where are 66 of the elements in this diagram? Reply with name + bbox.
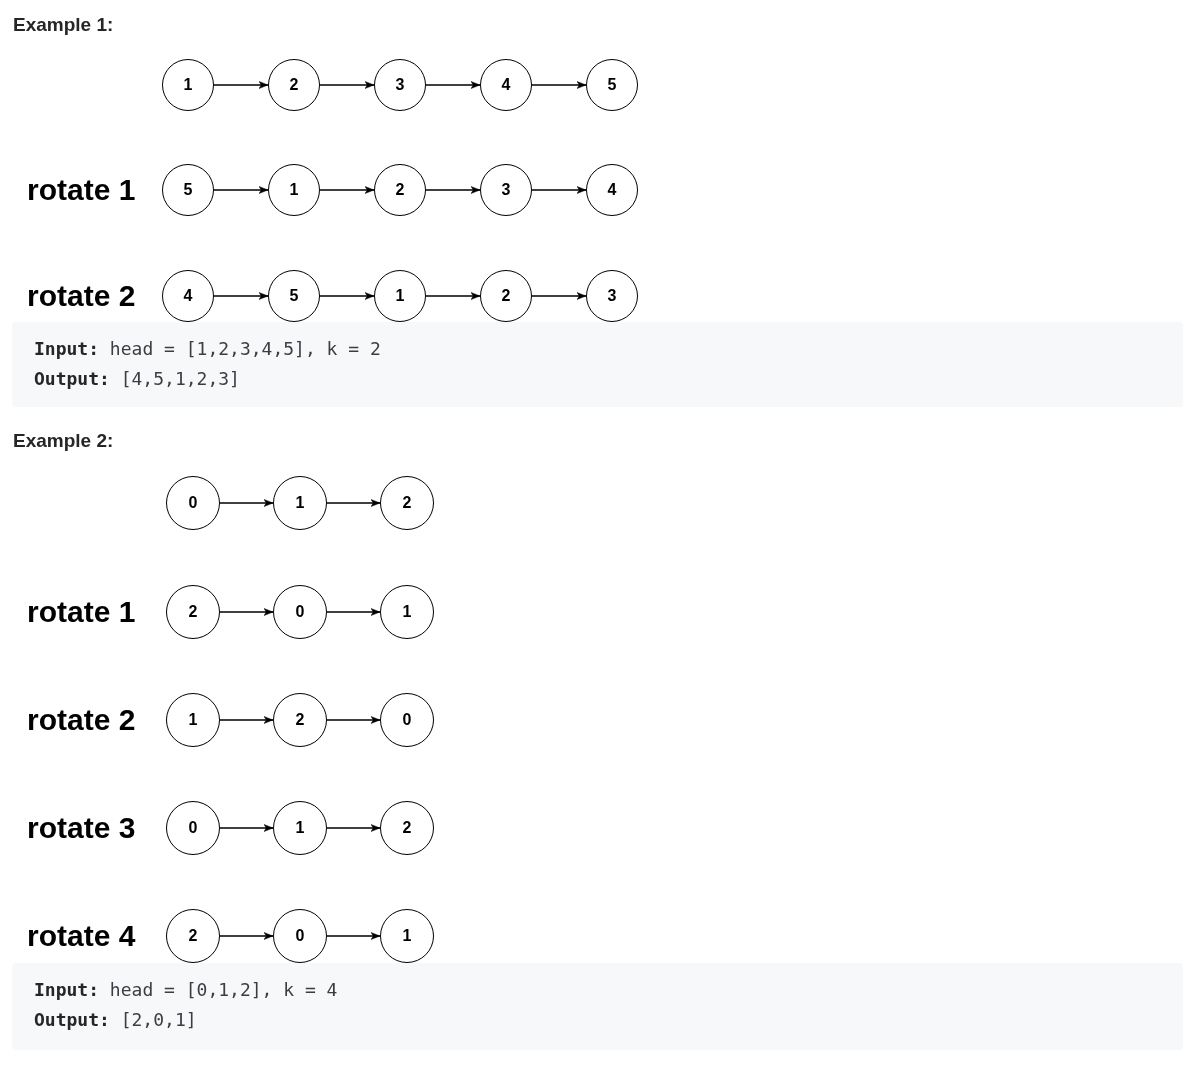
list-node: 5 [162,164,214,216]
row-label: rotate 1 [27,172,136,208]
row-label: rotate 4 [27,918,136,954]
arrow [326,824,381,832]
row-label: rotate 2 [27,702,136,738]
list-node: 2 [268,59,320,111]
section-heading: Example 1: [13,13,114,37]
row-label: rotate 2 [27,278,136,314]
arrow [219,608,274,616]
list-node: 0 [380,693,434,747]
list-node: 3 [374,59,426,111]
code-line: Input: head = [0,1,2], k = 4 [34,978,338,1002]
section-heading: Example 2: [13,429,114,453]
arrow [319,292,375,300]
arrow [326,716,381,724]
arrow [425,292,481,300]
row-label: rotate 1 [27,594,136,630]
list-node: 4 [480,59,532,111]
list-node: 1 [374,270,426,322]
list-node: 1 [273,476,327,530]
arrow [213,292,269,300]
row-label: rotate 3 [27,810,136,846]
list-node: 2 [166,909,220,963]
arrow [326,932,381,940]
list-node: 2 [273,693,327,747]
list-node: 1 [268,164,320,216]
list-node: 3 [586,270,638,322]
list-node: 2 [380,801,434,855]
list-node: 1 [380,585,434,639]
list-node: 1 [273,801,327,855]
list-node: 4 [162,270,214,322]
list-node: 3 [480,164,532,216]
arrow [425,186,481,194]
code-line: Output: [2,0,1] [34,1008,197,1032]
list-node: 0 [273,909,327,963]
list-node: 0 [166,476,220,530]
arrow [319,186,375,194]
list-node: 1 [380,909,434,963]
list-node: 1 [166,693,220,747]
list-node: 0 [273,585,327,639]
arrow [219,824,274,832]
list-node: 4 [586,164,638,216]
list-node: 2 [374,164,426,216]
arrow [531,186,587,194]
arrow [213,186,269,194]
list-node: 2 [166,585,220,639]
arrow [326,499,381,507]
list-node: 5 [268,270,320,322]
arrow [213,81,269,89]
arrow [319,81,375,89]
arrow [219,499,274,507]
arrow [531,292,587,300]
arrow [219,716,274,724]
list-node: 5 [586,59,638,111]
code-block [12,322,1183,407]
code-line: Input: head = [1,2,3,4,5], k = 2 [34,337,381,361]
code-block [12,963,1183,1050]
list-node: 2 [480,270,532,322]
list-node: 2 [380,476,434,530]
arrow [425,81,481,89]
list-node: 1 [162,59,214,111]
list-node: 0 [166,801,220,855]
code-line: Output: [4,5,1,2,3] [34,367,240,391]
arrow [219,932,274,940]
arrow [326,608,381,616]
arrow [531,81,587,89]
